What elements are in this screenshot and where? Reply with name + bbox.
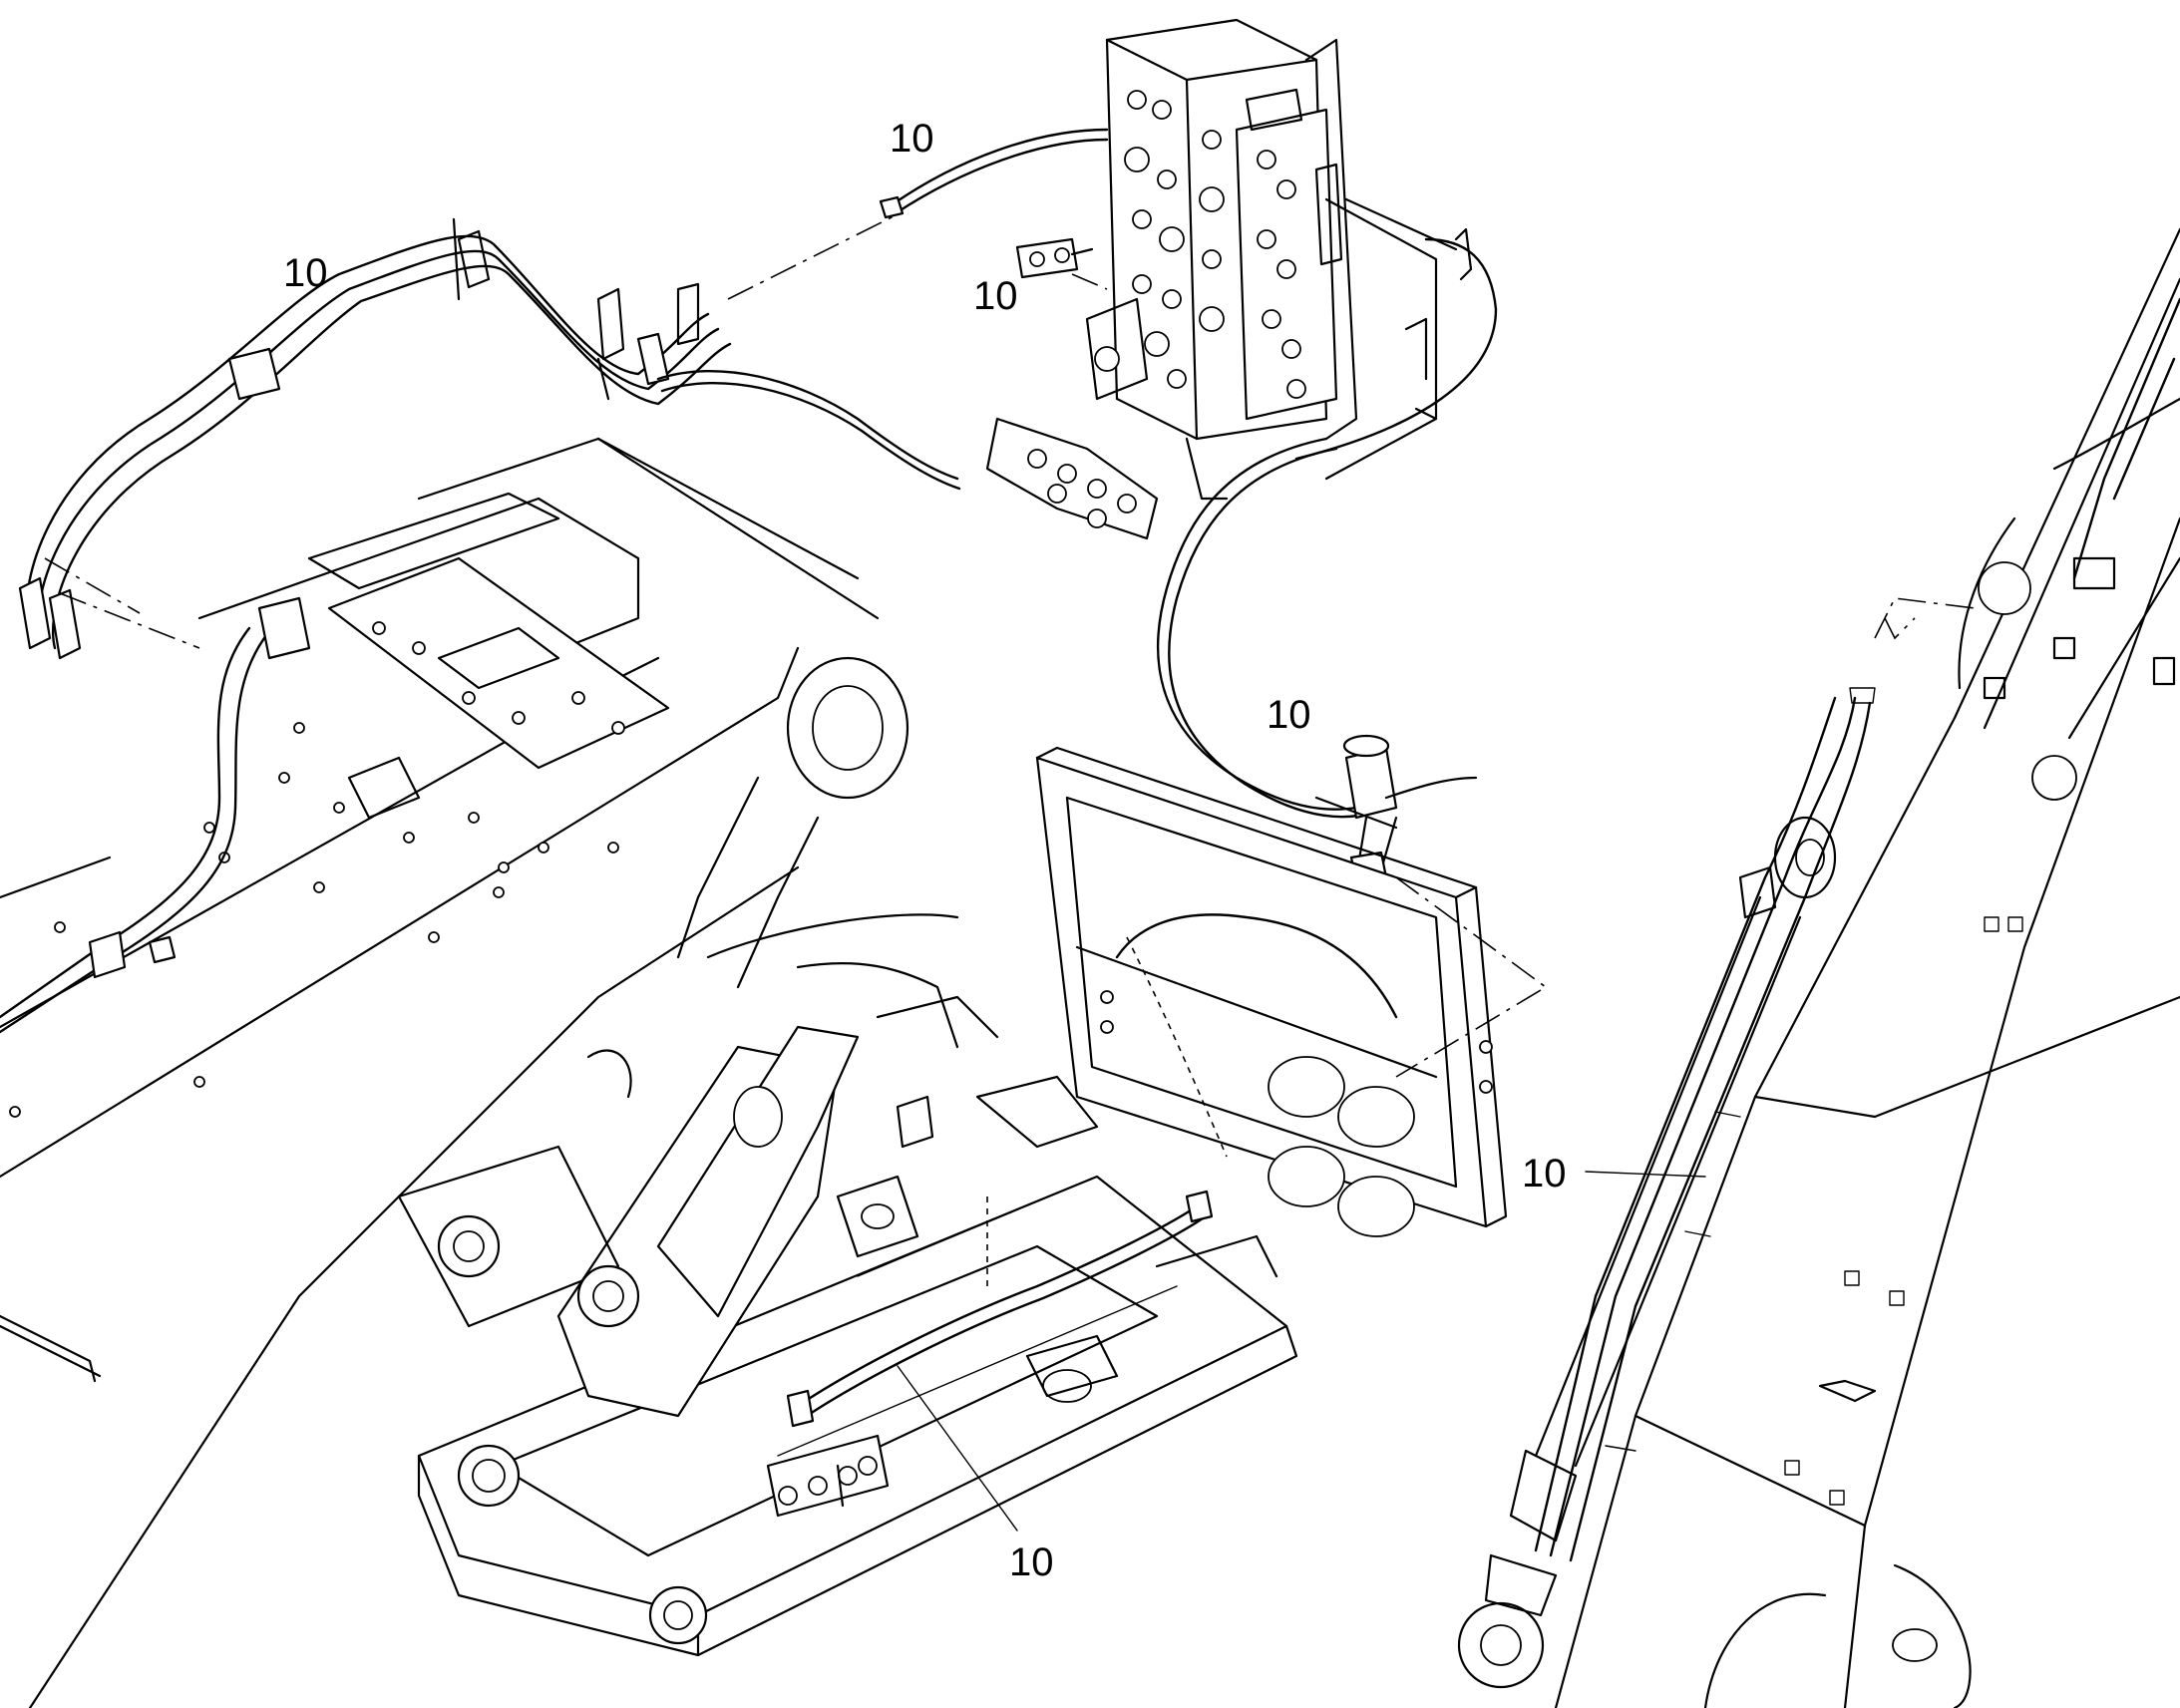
- valve-ports: [1124, 90, 1306, 399]
- callout-labels: 10 10 10 10 10 10: [283, 117, 1567, 1584]
- assembly-centerlines: [44, 213, 1976, 1078]
- callout-hose-boom-cylinder: 10: [1522, 1152, 1567, 1196]
- callout-hose-top-left: 10: [283, 251, 328, 295]
- boom-assembly: [1554, 227, 2180, 1708]
- callout-hose-frame-bottom: 10: [1009, 1540, 1054, 1584]
- boom-cylinder: [1457, 687, 1876, 1689]
- frame-panel: [1035, 746, 1508, 1237]
- callout-fitting-valve-block: 10: [973, 274, 1018, 318]
- control-valve-block: [1085, 18, 1473, 501]
- callout-hose-top-center: 10: [890, 117, 934, 161]
- callout-leaders: [897, 1171, 1706, 1532]
- fitting-valve-block: [1015, 237, 1094, 279]
- hose-pilot-valve: [1157, 237, 1498, 819]
- hose-top-center: [879, 128, 1109, 219]
- hose-top-left: [18, 217, 732, 660]
- track-frame: [0, 437, 909, 1708]
- hose-center-to-block: [656, 369, 1159, 540]
- hose-frame-bottom: [786, 1190, 1214, 1428]
- callout-hose-pilot-valve: 10: [1267, 693, 1311, 737]
- bolt-heads: [9, 722, 619, 1118]
